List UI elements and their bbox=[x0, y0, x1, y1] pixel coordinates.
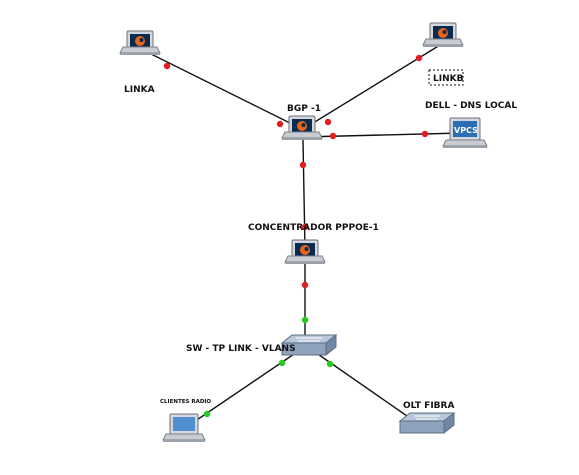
node-linka[interactable] bbox=[119, 30, 161, 56]
label-sw: SW - TP LINK - VLANS bbox=[186, 344, 296, 354]
label-radio: CLIENTES RADIO bbox=[160, 399, 211, 405]
label-olt: OLT FIBRA bbox=[403, 401, 454, 411]
link-bgp-ppoe[interactable] bbox=[302, 139, 306, 251]
node-linkb[interactable] bbox=[422, 22, 464, 48]
label-linkb-box bbox=[428, 69, 464, 86]
link-bgp-dns[interactable] bbox=[301, 132, 463, 138]
switch-arrows-icon bbox=[414, 415, 440, 420]
port-bgp-linkb-down bbox=[324, 118, 332, 126]
label-linkb: LINKB bbox=[433, 74, 464, 84]
port-bgp-ppoe-down bbox=[299, 161, 307, 169]
node-dns[interactable]: VPCS bbox=[442, 117, 488, 148]
links-layer bbox=[142, 44, 463, 429]
link-sw-olt[interactable] bbox=[311, 349, 421, 426]
label-dns: DELL - DNS LOCAL bbox=[425, 101, 517, 111]
node-sw[interactable] bbox=[280, 333, 338, 357]
port-linka-down bbox=[163, 62, 171, 70]
port-sw-ppoe-up bbox=[301, 316, 309, 324]
label-bgp: BGP -1 bbox=[287, 104, 321, 114]
link-linka-bgp[interactable] bbox=[142, 49, 301, 129]
node-olt[interactable] bbox=[398, 411, 456, 435]
label-linka: LINKA bbox=[124, 85, 155, 95]
port-ppoe-sw-down bbox=[301, 281, 309, 289]
port-bgp-dns-down bbox=[329, 132, 337, 140]
port-ppoe-bgp-down bbox=[301, 223, 309, 231]
port-sw-olt-up bbox=[326, 360, 334, 368]
port-radio-up bbox=[203, 410, 211, 418]
node-bgp[interactable] bbox=[281, 115, 323, 141]
port-dns-down bbox=[421, 130, 429, 138]
vpcs-screen-text: VPCS bbox=[454, 126, 478, 135]
port-indicators bbox=[163, 54, 429, 418]
switch-arrows-icon bbox=[296, 337, 322, 342]
port-linkb-down bbox=[415, 54, 423, 62]
port-sw-radio-up bbox=[278, 359, 286, 367]
port-bgp-linka-down bbox=[276, 120, 284, 128]
node-ppoe[interactable] bbox=[284, 239, 326, 265]
node-radio[interactable] bbox=[162, 413, 206, 442]
label-ppoe: CONCENTRADOR PPPOE-1 bbox=[248, 223, 379, 233]
